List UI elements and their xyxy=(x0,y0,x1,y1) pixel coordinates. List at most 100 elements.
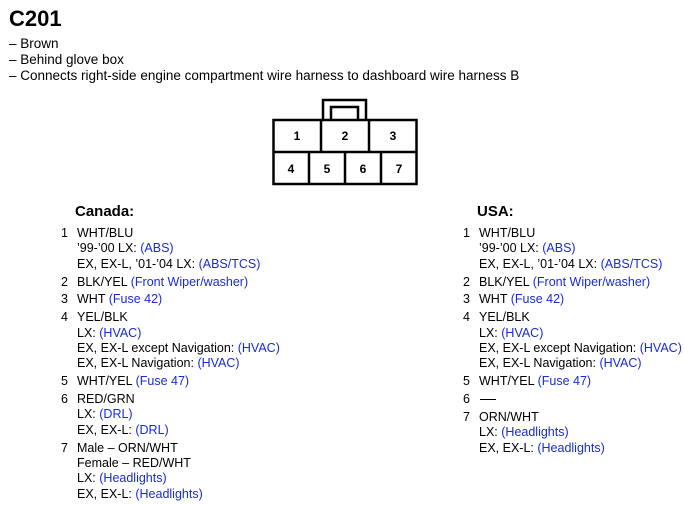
wire-line: WHT (Fuse 42) xyxy=(479,292,564,307)
wire-line: Female – RED/WHT xyxy=(77,456,203,471)
pin-entry: 6 xyxy=(463,392,682,407)
circuit-link[interactable]: (HVAC) xyxy=(99,325,142,340)
pin-label-5: 5 xyxy=(324,162,331,176)
circuit-link[interactable]: (ABS/TCS) xyxy=(198,256,261,271)
pin-number: 2 xyxy=(463,274,470,289)
connector-latch xyxy=(321,98,368,120)
pin-entry: 2 BLK/YEL (Front Wiper/washer) xyxy=(463,275,682,290)
wire-text: LX: xyxy=(77,471,100,486)
wire-text: WHT/BLU xyxy=(479,226,536,240)
wire-line: EX, EX-L except Navigation: (HVAC) xyxy=(77,341,280,356)
description-location: – Behind glove box xyxy=(9,52,124,67)
wire-text: ’99-’00 LX: xyxy=(77,241,141,256)
circuit-link[interactable]: (Front Wiper/washer) xyxy=(130,274,249,289)
circuit-link[interactable]: (ABS) xyxy=(542,241,576,256)
wire-line: LX: (HVAC) xyxy=(479,326,682,341)
wire-text: WHT/YEL xyxy=(479,374,538,389)
pin-details: WHT/YEL (Fuse 47) xyxy=(479,374,591,389)
wire-line: LX: (DRL) xyxy=(77,407,169,422)
wire-line: LX: (Headlights) xyxy=(77,471,203,486)
circuit-link[interactable]: (Headlights) xyxy=(99,471,167,486)
wire-text: LX: xyxy=(77,407,100,422)
circuit-link[interactable]: (HVAC) xyxy=(599,356,642,371)
wire-line: YEL/BLK xyxy=(479,310,682,325)
pin-number: 3 xyxy=(61,292,68,307)
wire-text: WHT/BLU xyxy=(77,226,134,240)
wire-text: Male – ORN/WHT xyxy=(77,440,178,455)
wire-line: EX, EX-L, ’01-’04 LX: (ABS/TCS) xyxy=(77,257,260,272)
circuit-link[interactable]: (Headlights) xyxy=(537,440,605,455)
wire-line: EX, EX-L: (Headlights) xyxy=(77,487,203,502)
wire-line: WHT/YEL (Fuse 47) xyxy=(77,374,189,389)
pin-label-6: 6 xyxy=(360,162,367,176)
connector-description: – Brown – Behind glove box – Connects ri… xyxy=(9,36,519,84)
circuit-link[interactable]: (Headlights) xyxy=(501,425,569,440)
usa-heading: USA: xyxy=(477,203,514,220)
circuit-link[interactable]: (HVAC) xyxy=(237,341,280,356)
wire-text: Female – RED/WHT xyxy=(77,456,191,471)
wire-line: RED/GRN xyxy=(77,392,169,407)
circuit-link[interactable]: (Fuse 42) xyxy=(510,292,565,307)
wire-line: EX, EX-L, ’01-’04 LX: (ABS/TCS) xyxy=(479,257,662,272)
pin-number: 1 xyxy=(61,226,68,240)
circuit-link[interactable]: (HVAC) xyxy=(197,356,240,371)
wire-line: LX: (Headlights) xyxy=(479,425,605,440)
pin-details: WHT/BLU’99-’00 LX: (ABS)EX, EX-L, ’01-’0… xyxy=(77,226,260,272)
circuit-link[interactable]: (Front Wiper/washer) xyxy=(532,274,651,289)
wire-text: EX, EX-L Navigation: xyxy=(77,356,198,371)
wire-line: YEL/BLK xyxy=(77,310,280,325)
wire-text: EX, EX-L except Navigation: xyxy=(479,341,640,356)
wire-text: RED/GRN xyxy=(77,392,135,407)
circuit-link[interactable]: (Headlights) xyxy=(135,486,203,501)
pin-number: 4 xyxy=(463,310,470,325)
wire-line: ORN/WHT xyxy=(479,410,605,425)
pin-label-1: 1 xyxy=(294,129,301,143)
wire-line: EX, EX-L Navigation: (HVAC) xyxy=(479,356,682,371)
pin-number: 6 xyxy=(61,392,68,407)
circuit-link[interactable]: (Fuse 42) xyxy=(108,292,163,307)
circuit-link[interactable]: (HVAC) xyxy=(501,325,544,340)
no-wire-dash xyxy=(480,399,496,401)
pin-number: 4 xyxy=(61,310,68,325)
description-connects: – Connects right-side engine compartment… xyxy=(9,68,520,83)
wire-line: LX: (HVAC) xyxy=(77,326,280,341)
circuit-link[interactable]: (ABS) xyxy=(140,241,174,256)
wire-text: EX, EX-L, ’01-’04 LX: xyxy=(77,256,199,271)
wire-line: EX, EX-L: (Headlights) xyxy=(479,441,605,456)
circuit-link[interactable]: (DRL) xyxy=(135,422,169,437)
pin-number: 7 xyxy=(463,409,470,424)
circuit-link[interactable]: (DRL) xyxy=(99,407,133,422)
circuit-link[interactable]: (HVAC) xyxy=(639,341,682,356)
description-color: – Brown xyxy=(9,36,59,51)
circuit-link[interactable]: (Fuse 47) xyxy=(537,374,592,389)
pin-entry: 1 WHT/BLU’99-’00 LX: (ABS)EX, EX-L, ’01-’… xyxy=(61,226,280,272)
connector-diagram: 1 2 3 4 5 6 7 xyxy=(272,98,418,186)
wire-text: YEL/BLK xyxy=(479,310,530,325)
circuit-link[interactable]: (ABS/TCS) xyxy=(600,256,663,271)
pin-number: 7 xyxy=(61,440,68,455)
wire-text: WHT/YEL xyxy=(77,374,136,389)
wire-text: EX, EX-L: xyxy=(479,440,538,455)
pin-number: 2 xyxy=(61,274,68,289)
wire-line: WHT (Fuse 42) xyxy=(77,292,162,307)
circuit-link[interactable]: (Fuse 47) xyxy=(135,374,190,389)
pin-details: WHT/YEL (Fuse 47) xyxy=(77,374,189,389)
wire-text: WHT xyxy=(479,292,511,307)
wire-text: BLK/YEL xyxy=(479,274,533,289)
canada-heading: Canada: xyxy=(75,203,135,220)
wire-line: ’99-’00 LX: (ABS) xyxy=(479,241,662,256)
wire-text: EX, EX-L except Navigation: xyxy=(77,341,238,356)
wire-text: LX: xyxy=(479,325,502,340)
wire-text: YEL/BLK xyxy=(77,310,128,325)
